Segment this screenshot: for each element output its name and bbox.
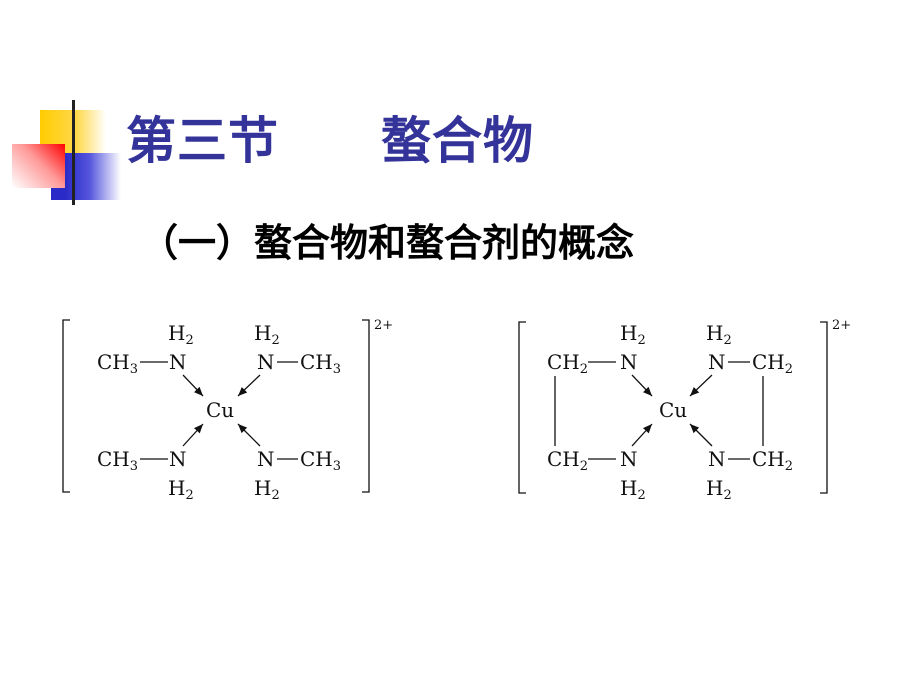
n-label: N (169, 350, 187, 374)
charge-label: 2+ (374, 318, 394, 333)
slide-title: 第三节 螯合物 (126, 112, 534, 170)
h2-label: H2 (168, 476, 194, 503)
h2-label: H2 (254, 321, 280, 348)
n-label: N (620, 447, 638, 471)
n-label: N (169, 447, 187, 471)
charge-label: 2+ (832, 318, 852, 333)
right-bracket-open (518, 321, 526, 494)
h2-label: H2 (254, 476, 280, 503)
ch3-label: CH3 (97, 350, 139, 377)
right-bracket-close (820, 321, 828, 494)
n-label: N (708, 350, 726, 374)
ch2-label: CH2 (752, 447, 794, 474)
h2-label: H2 (620, 321, 646, 348)
left-bracket-close (362, 319, 370, 493)
decor-red-square (12, 144, 65, 188)
metal-label: Cu (206, 398, 235, 422)
n-label: N (708, 447, 726, 471)
h2-label: H2 (620, 476, 646, 503)
ch3-label: CH3 (300, 350, 342, 377)
ch3-label: CH3 (300, 447, 342, 474)
metal-label: Cu (659, 398, 688, 422)
ch3-label: CH3 (97, 447, 139, 474)
n-label: N (257, 350, 275, 374)
ch2-label: CH2 (752, 350, 794, 377)
ch2-label: CH2 (547, 447, 589, 474)
ch2-label: CH2 (547, 350, 589, 377)
h2-label: H2 (706, 321, 732, 348)
n-label: N (257, 447, 275, 471)
decor-vertical-line (72, 100, 75, 205)
left-bracket-open (62, 319, 70, 493)
h2-label: H2 (706, 476, 732, 503)
n-label: N (620, 350, 638, 374)
h2-label: H2 (168, 321, 194, 348)
slide-subtitle: （一）螯合物和螯合剂的概念 (140, 221, 635, 265)
